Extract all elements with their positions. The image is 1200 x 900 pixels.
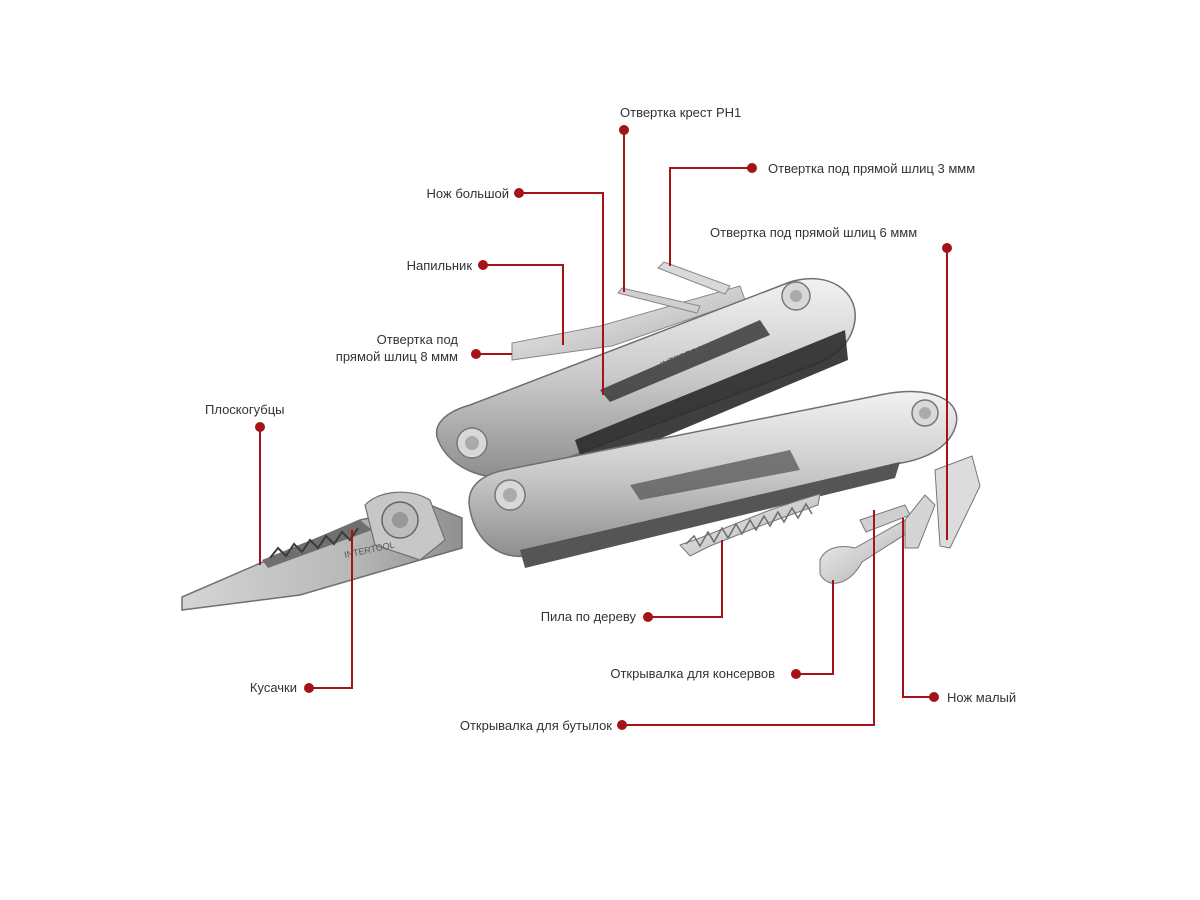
label-flat-3mm: Отвертка под прямой шлиц 3 ммм [768,161,976,176]
leader-lines [255,125,952,730]
leader-pliers-dot [255,422,265,432]
plier-head: INTERTOOL [181,491,463,611]
label-wood-saw: Пила по дереву [540,609,636,624]
leader-phillips-ph1 [619,125,629,292]
leader-bottle-opener [617,510,875,730]
leader-can-opener [791,580,834,679]
label-pliers: Плоскогубцы [205,402,285,417]
leader-large-knife [514,188,604,395]
multitool-illustration: INTERTOOL [181,261,981,611]
screwdriver-ph1 [617,287,701,314]
leader-flat-8mm-dot [471,349,481,359]
leader-can-opener-dot [791,669,801,679]
small-knife [904,494,936,549]
label-flat-6mm: Отвертка под прямой шлиц 6 ммм [710,225,918,240]
leader-flat-8mm [471,349,512,359]
leader-flat-3mm [669,163,757,266]
leader-cutters-line [309,530,353,689]
screwdriver-3mm [657,261,731,295]
leader-file [478,260,564,345]
leader-flat-6mm-dot [942,243,952,253]
leader-flat-6mm [942,243,952,540]
label-cutters: Кусачки [249,680,297,695]
bottle-opener [819,519,913,584]
leader-cutters [304,530,353,693]
lower-handle [468,390,958,568]
leader-large-knife-line [519,192,604,395]
leader-flat-3mm-line [669,167,752,266]
leader-wood-saw [643,540,723,622]
leader-small-knife-dot [929,692,939,702]
label-file: Напильник [406,258,472,273]
leader-file-dot [478,260,488,270]
label-large-knife: Нож большой [426,186,509,201]
label-can-opener: Открывалка для консервов [610,666,775,681]
leader-small-knife [902,518,939,702]
label-small-knife: Нож малый [947,690,1017,705]
leader-can-opener-line [796,580,834,675]
leader-pliers [255,422,265,565]
leader-wood-saw-dot [643,612,653,622]
label-phillips-ph1: Отвертка крест РН1 [620,105,742,120]
flat-6mm-tip [934,455,981,549]
leader-wood-saw-line [648,540,723,618]
leader-flat-3mm-dot [747,163,757,173]
label-flat-8mm: Отвертка под прямой шлиц 8 ммм [335,332,458,364]
leader-bottle-opener-dot [617,720,627,730]
leader-phillips-ph1-dot [619,125,629,135]
leader-bottle-opener-line [622,510,875,726]
wood-saw [679,493,821,557]
label-bottle-opener: Открывалка для бутылок [459,718,612,733]
leader-file-line [483,264,564,345]
upper-handle: INTERTOOL [435,277,856,478]
leader-small-knife-line [902,518,934,698]
leader-large-knife-dot [514,188,524,198]
leader-cutters-dot [304,683,314,693]
